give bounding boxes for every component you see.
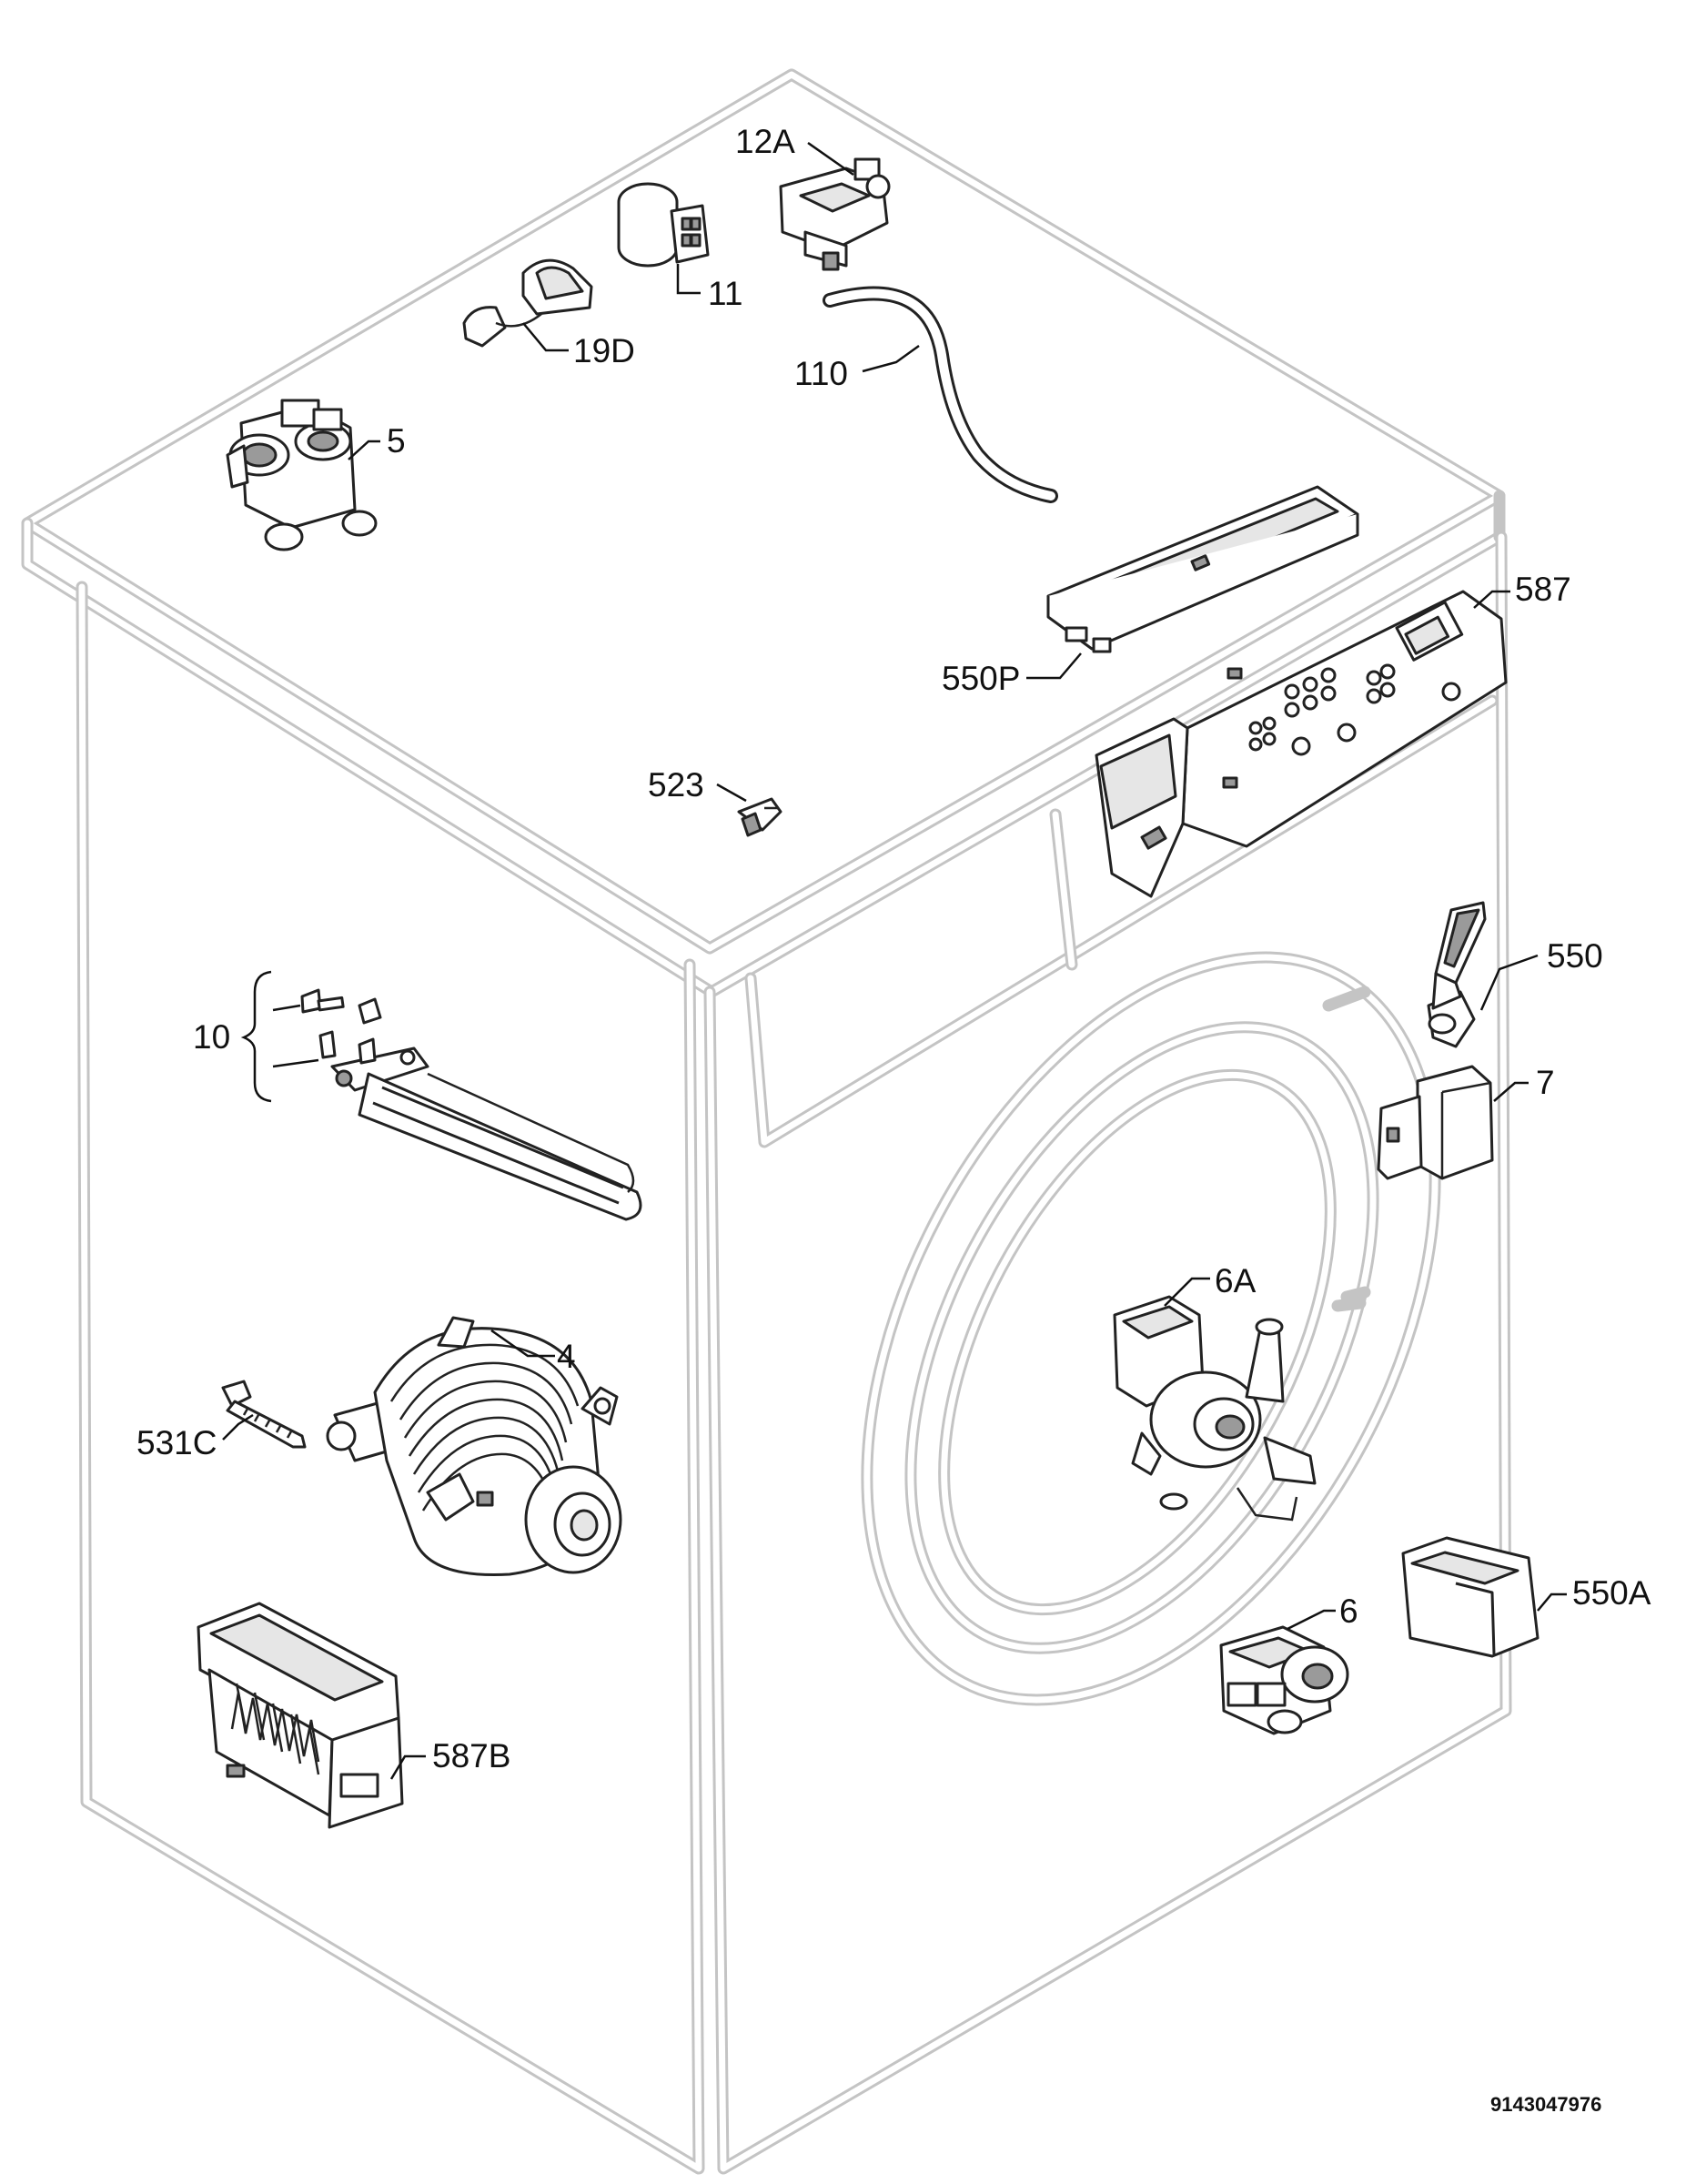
drive-motor[interactable] bbox=[326, 1316, 622, 1576]
label-587: 587 bbox=[1515, 571, 1571, 608]
label-10-leader-b bbox=[272, 1058, 319, 1068]
label-550P-leader bbox=[1026, 652, 1082, 680]
pressure-hose[interactable] bbox=[823, 286, 1058, 503]
label-12A: 12A bbox=[735, 123, 795, 160]
label-19D: 19D bbox=[573, 332, 635, 369]
label-550A: 550A bbox=[1572, 1574, 1651, 1612]
label-11-leader bbox=[676, 264, 701, 295]
label-523: 523 bbox=[648, 766, 704, 804]
label-550A-leader bbox=[1537, 1592, 1567, 1612]
label-587-leader bbox=[1473, 590, 1510, 609]
motor-bolt[interactable] bbox=[221, 1380, 307, 1449]
label-6A: 6A bbox=[1215, 1262, 1257, 1299]
label-550P: 550P bbox=[942, 660, 1020, 697]
label-6A-leader bbox=[1164, 1277, 1210, 1307]
door-interlock[interactable] bbox=[1377, 1065, 1494, 1180]
label-531C-leader bbox=[222, 1413, 254, 1441]
label-10-bracket bbox=[240, 970, 272, 1103]
drain-pump-assembly[interactable] bbox=[1113, 1295, 1317, 1522]
dispenser-drawer-panel[interactable] bbox=[1046, 485, 1359, 653]
label-587B: 587B bbox=[432, 1737, 510, 1774]
label-587B-leader bbox=[389, 1754, 426, 1780]
label-11: 11 bbox=[708, 275, 742, 312]
drawing-number: 9143047976 bbox=[1490, 2093, 1601, 2116]
label-110: 110 bbox=[794, 355, 848, 392]
label-6: 6 bbox=[1339, 1592, 1358, 1630]
label-10: 10 bbox=[193, 1018, 230, 1056]
label-10-leader-a bbox=[272, 1004, 301, 1012]
label-4-leader bbox=[490, 1329, 555, 1358]
label-4: 4 bbox=[557, 1338, 576, 1375]
ferrite-clamp[interactable] bbox=[462, 258, 593, 348]
door-handle[interactable] bbox=[1427, 901, 1487, 1048]
label-19D-leader bbox=[522, 322, 569, 352]
label-6-leader bbox=[1287, 1609, 1336, 1631]
pressure-hose-inner bbox=[825, 288, 1055, 500]
label-550-leader bbox=[1479, 954, 1539, 1011]
handle-cover[interactable] bbox=[1401, 1536, 1540, 1658]
label-523-leader bbox=[716, 783, 747, 803]
washing-machine-cabinet bbox=[21, 68, 1512, 2175]
label-531C: 531C bbox=[136, 1424, 217, 1461]
label-5: 5 bbox=[387, 422, 406, 460]
cable-clip[interactable] bbox=[737, 797, 782, 837]
label-110-leader bbox=[862, 344, 920, 373]
pressure-switch[interactable] bbox=[779, 157, 891, 271]
inlet-valve[interactable] bbox=[226, 399, 378, 551]
interference-suppressor[interactable] bbox=[617, 182, 710, 268]
heating-element[interactable] bbox=[300, 988, 642, 1221]
label-12A-leader bbox=[807, 141, 854, 177]
label-7: 7 bbox=[1536, 1064, 1555, 1101]
label-5-leader bbox=[348, 440, 380, 460]
electronic-module-587B[interactable] bbox=[197, 1602, 404, 1829]
label-550: 550 bbox=[1547, 937, 1603, 975]
circulation-pump[interactable] bbox=[1219, 1625, 1349, 1735]
label-7-leader bbox=[1493, 1081, 1529, 1102]
main-electronic-board[interactable] bbox=[1095, 590, 1508, 898]
